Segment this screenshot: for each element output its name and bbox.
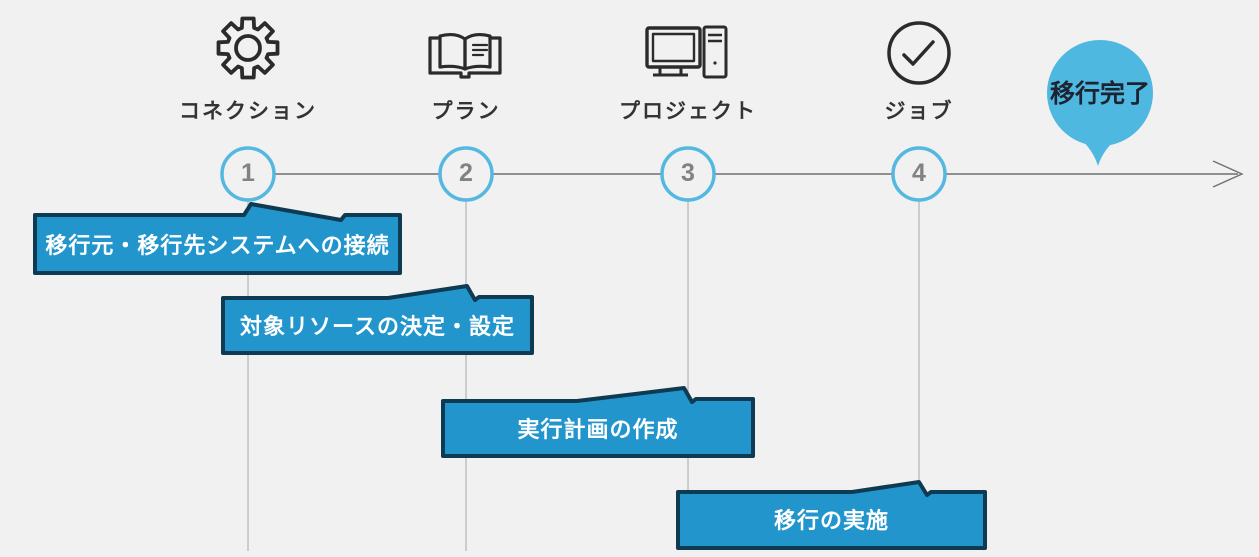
check-circle-icon bbox=[887, 21, 951, 85]
banner-label-1: 移行元・移行先システムへの接続 bbox=[45, 233, 390, 258]
banner-label-3: 実行計画の作成 bbox=[517, 416, 679, 442]
arrowhead-icon bbox=[1212, 160, 1244, 188]
completion-bubble-circle bbox=[1047, 40, 1153, 146]
banner-shape-3 bbox=[441, 386, 755, 458]
step-circle-1 bbox=[220, 146, 276, 202]
banner-label-4: 移行の実施 bbox=[773, 508, 889, 533]
computer-icon bbox=[645, 25, 728, 79]
banner-shape-2 bbox=[221, 284, 534, 355]
banner-shape-1 bbox=[33, 202, 402, 275]
gear-icon bbox=[216, 16, 280, 80]
book-icon bbox=[428, 32, 502, 79]
step-circle-2 bbox=[438, 146, 494, 202]
step-number-1: 1 bbox=[241, 158, 255, 187]
banner-shape-4 bbox=[676, 480, 987, 550]
step-number-2: 2 bbox=[459, 158, 473, 187]
stage-label-connection: コネクション bbox=[179, 100, 317, 123]
completion-bubble-tail bbox=[1076, 133, 1121, 166]
step-circle-4 bbox=[891, 146, 947, 202]
step-circle-3 bbox=[660, 146, 716, 202]
completion-bubble-label: 移行完了 bbox=[1049, 80, 1151, 108]
stage-label-project: プロジェクト bbox=[619, 100, 757, 123]
step-circles bbox=[220, 146, 947, 202]
step-number-3: 3 bbox=[681, 158, 695, 187]
step-number-4: 4 bbox=[912, 158, 926, 187]
banner-label-2: 対象リソースの決定・設定 bbox=[240, 314, 515, 339]
stage-label-job: ジョブ bbox=[884, 100, 954, 123]
completion-bubble bbox=[1047, 40, 1153, 166]
task-banners bbox=[33, 202, 987, 550]
stage-label-plan: プラン bbox=[431, 100, 501, 123]
timeline-axis bbox=[248, 160, 1244, 188]
